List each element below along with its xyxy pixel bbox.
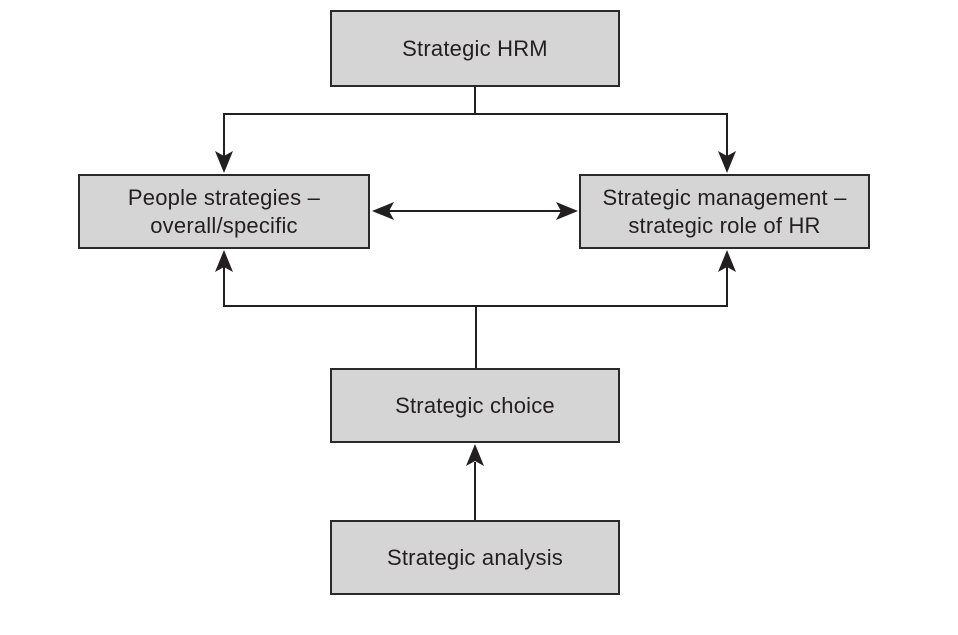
node-people-strategies-label-line1: People strategies – — [127, 184, 321, 210]
edge-analysis-to-choice — [466, 444, 484, 520]
node-strategic-analysis-label: Strategic analysis — [386, 544, 563, 570]
node-strategic-choice-label: Strategic choice — [395, 392, 555, 418]
node-strategic-hrm: Strategic HRM — [330, 10, 620, 87]
edge-choice-branch — [223, 267, 728, 307]
node-strategic-analysis: Strategic analysis — [330, 520, 620, 595]
arrowhead-down-into-people — [215, 151, 233, 173]
edge-hrm-branch — [223, 113, 728, 157]
edge-hrm-to-side-boxes — [215, 87, 736, 173]
arrowhead-up-into-people — [215, 250, 233, 272]
arrowhead-up-into-choice — [466, 444, 484, 466]
node-strategic-choice: Strategic choice — [330, 368, 620, 443]
node-strategic-hrm-label: Strategic HRM — [402, 35, 548, 61]
arrowhead-up-into-management — [718, 250, 736, 272]
arrowhead-right-into-management — [556, 202, 578, 220]
edge-people-management-double-arrow — [372, 202, 578, 220]
node-strategic-management-label-line2: strategic role of HR — [628, 212, 821, 238]
arrowhead-down-into-management — [718, 151, 736, 173]
edge-choice-to-side-boxes — [215, 250, 736, 368]
node-strategic-management: Strategic management – strategic role of… — [579, 174, 870, 249]
node-people-strategies-label-line2: overall/specific — [150, 212, 298, 238]
arrowhead-left-into-people — [372, 202, 394, 220]
node-strategic-management-label-line1: Strategic management – — [602, 184, 847, 210]
node-people-strategies: People strategies – overall/specific — [78, 174, 370, 249]
